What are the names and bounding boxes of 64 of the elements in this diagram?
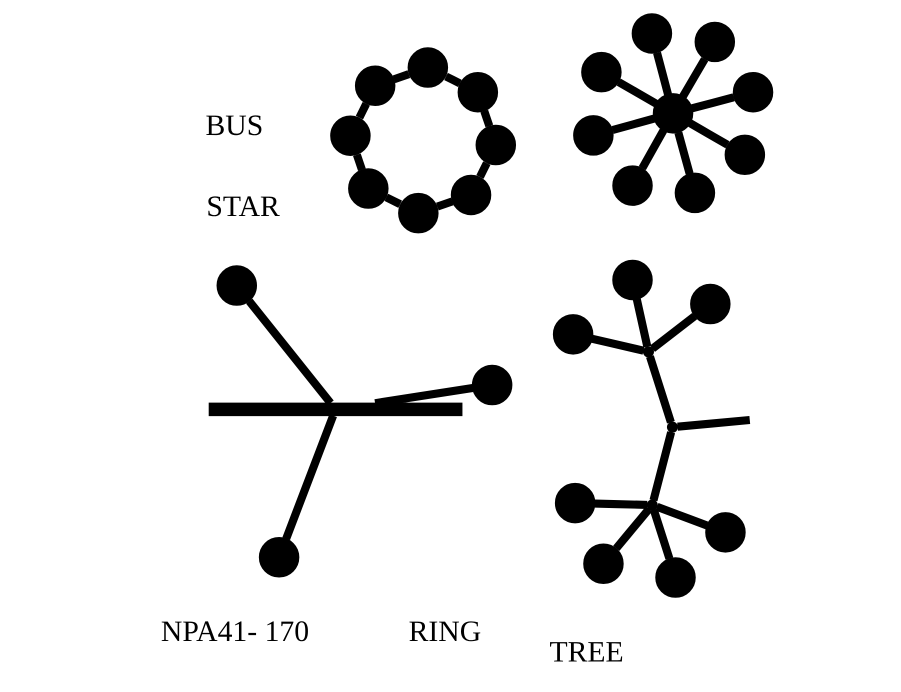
- node-circle: [216, 265, 258, 306]
- connector: [594, 500, 648, 509]
- node-circle: [724, 134, 766, 176]
- connector: [613, 506, 652, 551]
- connector: [632, 298, 652, 348]
- node-circle: [476, 124, 516, 166]
- node-point: [646, 500, 658, 511]
- connector: [674, 132, 694, 175]
- node-circle: [705, 512, 746, 553]
- connector: [690, 93, 735, 112]
- connector: [246, 298, 334, 406]
- node-circle: [573, 115, 614, 156]
- node-circle: [652, 93, 694, 134]
- node-circle: [258, 537, 300, 578]
- connector: [612, 114, 656, 134]
- connector: [688, 120, 730, 148]
- label: BUS: [205, 110, 264, 142]
- node-circle: [732, 72, 774, 112]
- node-circle: [554, 482, 596, 524]
- connector: [677, 416, 750, 431]
- node-circle: [583, 544, 624, 584]
- connector: [653, 52, 672, 96]
- node-circle: [354, 66, 396, 106]
- node-circle: [458, 72, 498, 112]
- node-circle: [581, 52, 622, 92]
- node-circle: [632, 13, 672, 54]
- node-point: [642, 346, 654, 358]
- node-circle: [398, 192, 439, 234]
- connector: [353, 153, 366, 171]
- node-circle: [612, 260, 653, 300]
- connector: [476, 161, 490, 179]
- node-point: [666, 422, 678, 433]
- node-circle: [694, 22, 736, 62]
- node-bar: [208, 402, 462, 416]
- connector: [436, 198, 454, 210]
- connector: [591, 334, 644, 355]
- connector: [656, 503, 708, 530]
- connector: [650, 312, 698, 352]
- connector: [282, 414, 337, 540]
- node-circle: [472, 364, 512, 406]
- connector: [356, 102, 370, 120]
- connector: [392, 70, 410, 84]
- node-circle: [612, 165, 653, 206]
- node-circle: [552, 314, 594, 355]
- node-circle: [690, 284, 731, 324]
- connector: [679, 57, 708, 98]
- label: TREE: [550, 636, 624, 668]
- node-circle: [450, 174, 492, 216]
- node-circle: [348, 168, 389, 209]
- label: RING: [408, 616, 482, 648]
- node-circle: [674, 172, 716, 214]
- connector: [444, 72, 462, 87]
- label: STAR: [206, 190, 280, 223]
- connector: [480, 110, 494, 128]
- connector: [616, 78, 658, 108]
- connector: [650, 508, 674, 560]
- connector: [646, 355, 675, 424]
- node-circle: [655, 557, 696, 598]
- connector: [384, 194, 402, 208]
- connector: [650, 431, 676, 502]
- connector: [638, 128, 667, 170]
- node-circle: [408, 47, 448, 88]
- node-circle: [330, 115, 371, 156]
- label: NPA41- 170: [160, 616, 310, 648]
